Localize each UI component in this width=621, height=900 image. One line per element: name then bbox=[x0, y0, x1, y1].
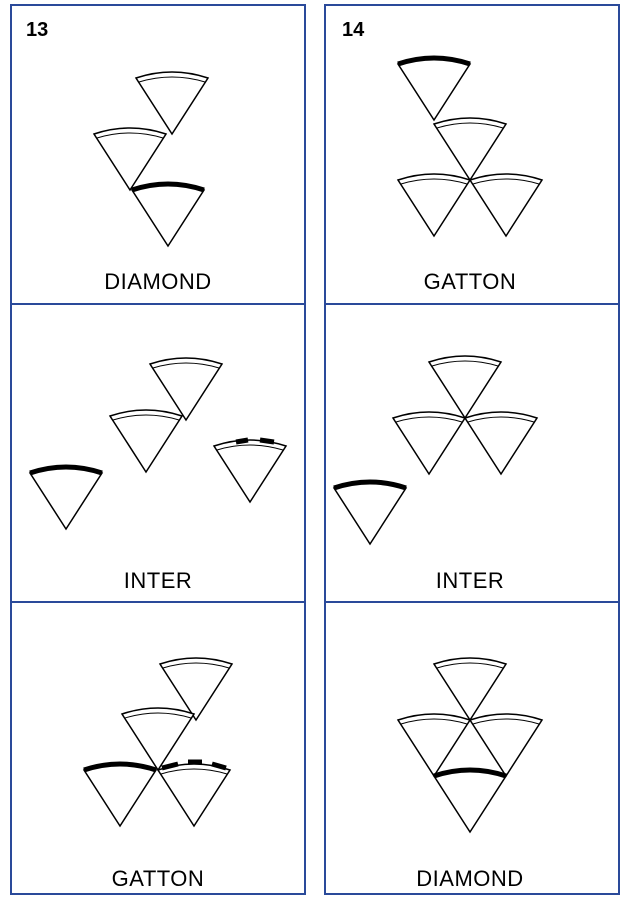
cone-bottom-highlighted bbox=[434, 770, 506, 832]
cone-bottom-right bbox=[470, 174, 542, 236]
cone-middle-left bbox=[393, 412, 465, 474]
formation-label-14-1: GATTON bbox=[424, 269, 517, 294]
formation-label-14-2: INTER bbox=[436, 568, 505, 593]
formation-label-13-3: GATTON bbox=[112, 866, 205, 891]
cone-middle bbox=[434, 118, 506, 180]
formation-diamond bbox=[398, 658, 542, 832]
cone-middle-right bbox=[465, 412, 537, 474]
column-13: 13 DIAMOND bbox=[10, 4, 306, 895]
formation-diamond bbox=[94, 72, 208, 246]
column-13-diagram: 13 DIAMOND bbox=[12, 6, 304, 893]
diagram-number-14: 14 bbox=[342, 19, 365, 41]
cone-middle bbox=[94, 128, 166, 190]
cell-divider bbox=[12, 303, 304, 305]
cone-middle-left bbox=[398, 714, 470, 776]
formation-gatton bbox=[398, 58, 542, 236]
formation-inter bbox=[30, 358, 286, 529]
cone-bottom-left-highlighted bbox=[84, 764, 156, 826]
diagram-number-13: 13 bbox=[26, 19, 48, 41]
cone-left-highlighted bbox=[30, 467, 102, 529]
cell-divider bbox=[326, 601, 618, 603]
cone-bottom-left bbox=[398, 174, 470, 236]
cone-top bbox=[136, 72, 208, 134]
cone-middle bbox=[122, 708, 194, 770]
cone-left-highlighted bbox=[334, 482, 406, 544]
cone-middle-right bbox=[470, 714, 542, 776]
cone-top bbox=[434, 658, 506, 720]
cone-bottom-highlighted bbox=[132, 184, 204, 246]
cone-top-highlighted bbox=[398, 58, 470, 120]
formation-label-13-2: INTER bbox=[124, 568, 193, 593]
cell-divider bbox=[12, 601, 304, 603]
cone-middle bbox=[110, 410, 182, 472]
formation-label-14-3: DIAMOND bbox=[416, 866, 523, 891]
cone-top bbox=[429, 356, 501, 418]
column-14: 14 GATTON bbox=[324, 4, 620, 895]
cell-divider bbox=[326, 303, 618, 305]
cone-bottom-right-partial bbox=[158, 762, 230, 826]
column-14-diagram: 14 GATTON bbox=[326, 6, 618, 893]
formation-label-13-1: DIAMOND bbox=[104, 269, 211, 294]
formation-inter bbox=[334, 356, 537, 544]
cone-right-partial bbox=[214, 440, 286, 502]
formation-gatton bbox=[84, 658, 232, 826]
